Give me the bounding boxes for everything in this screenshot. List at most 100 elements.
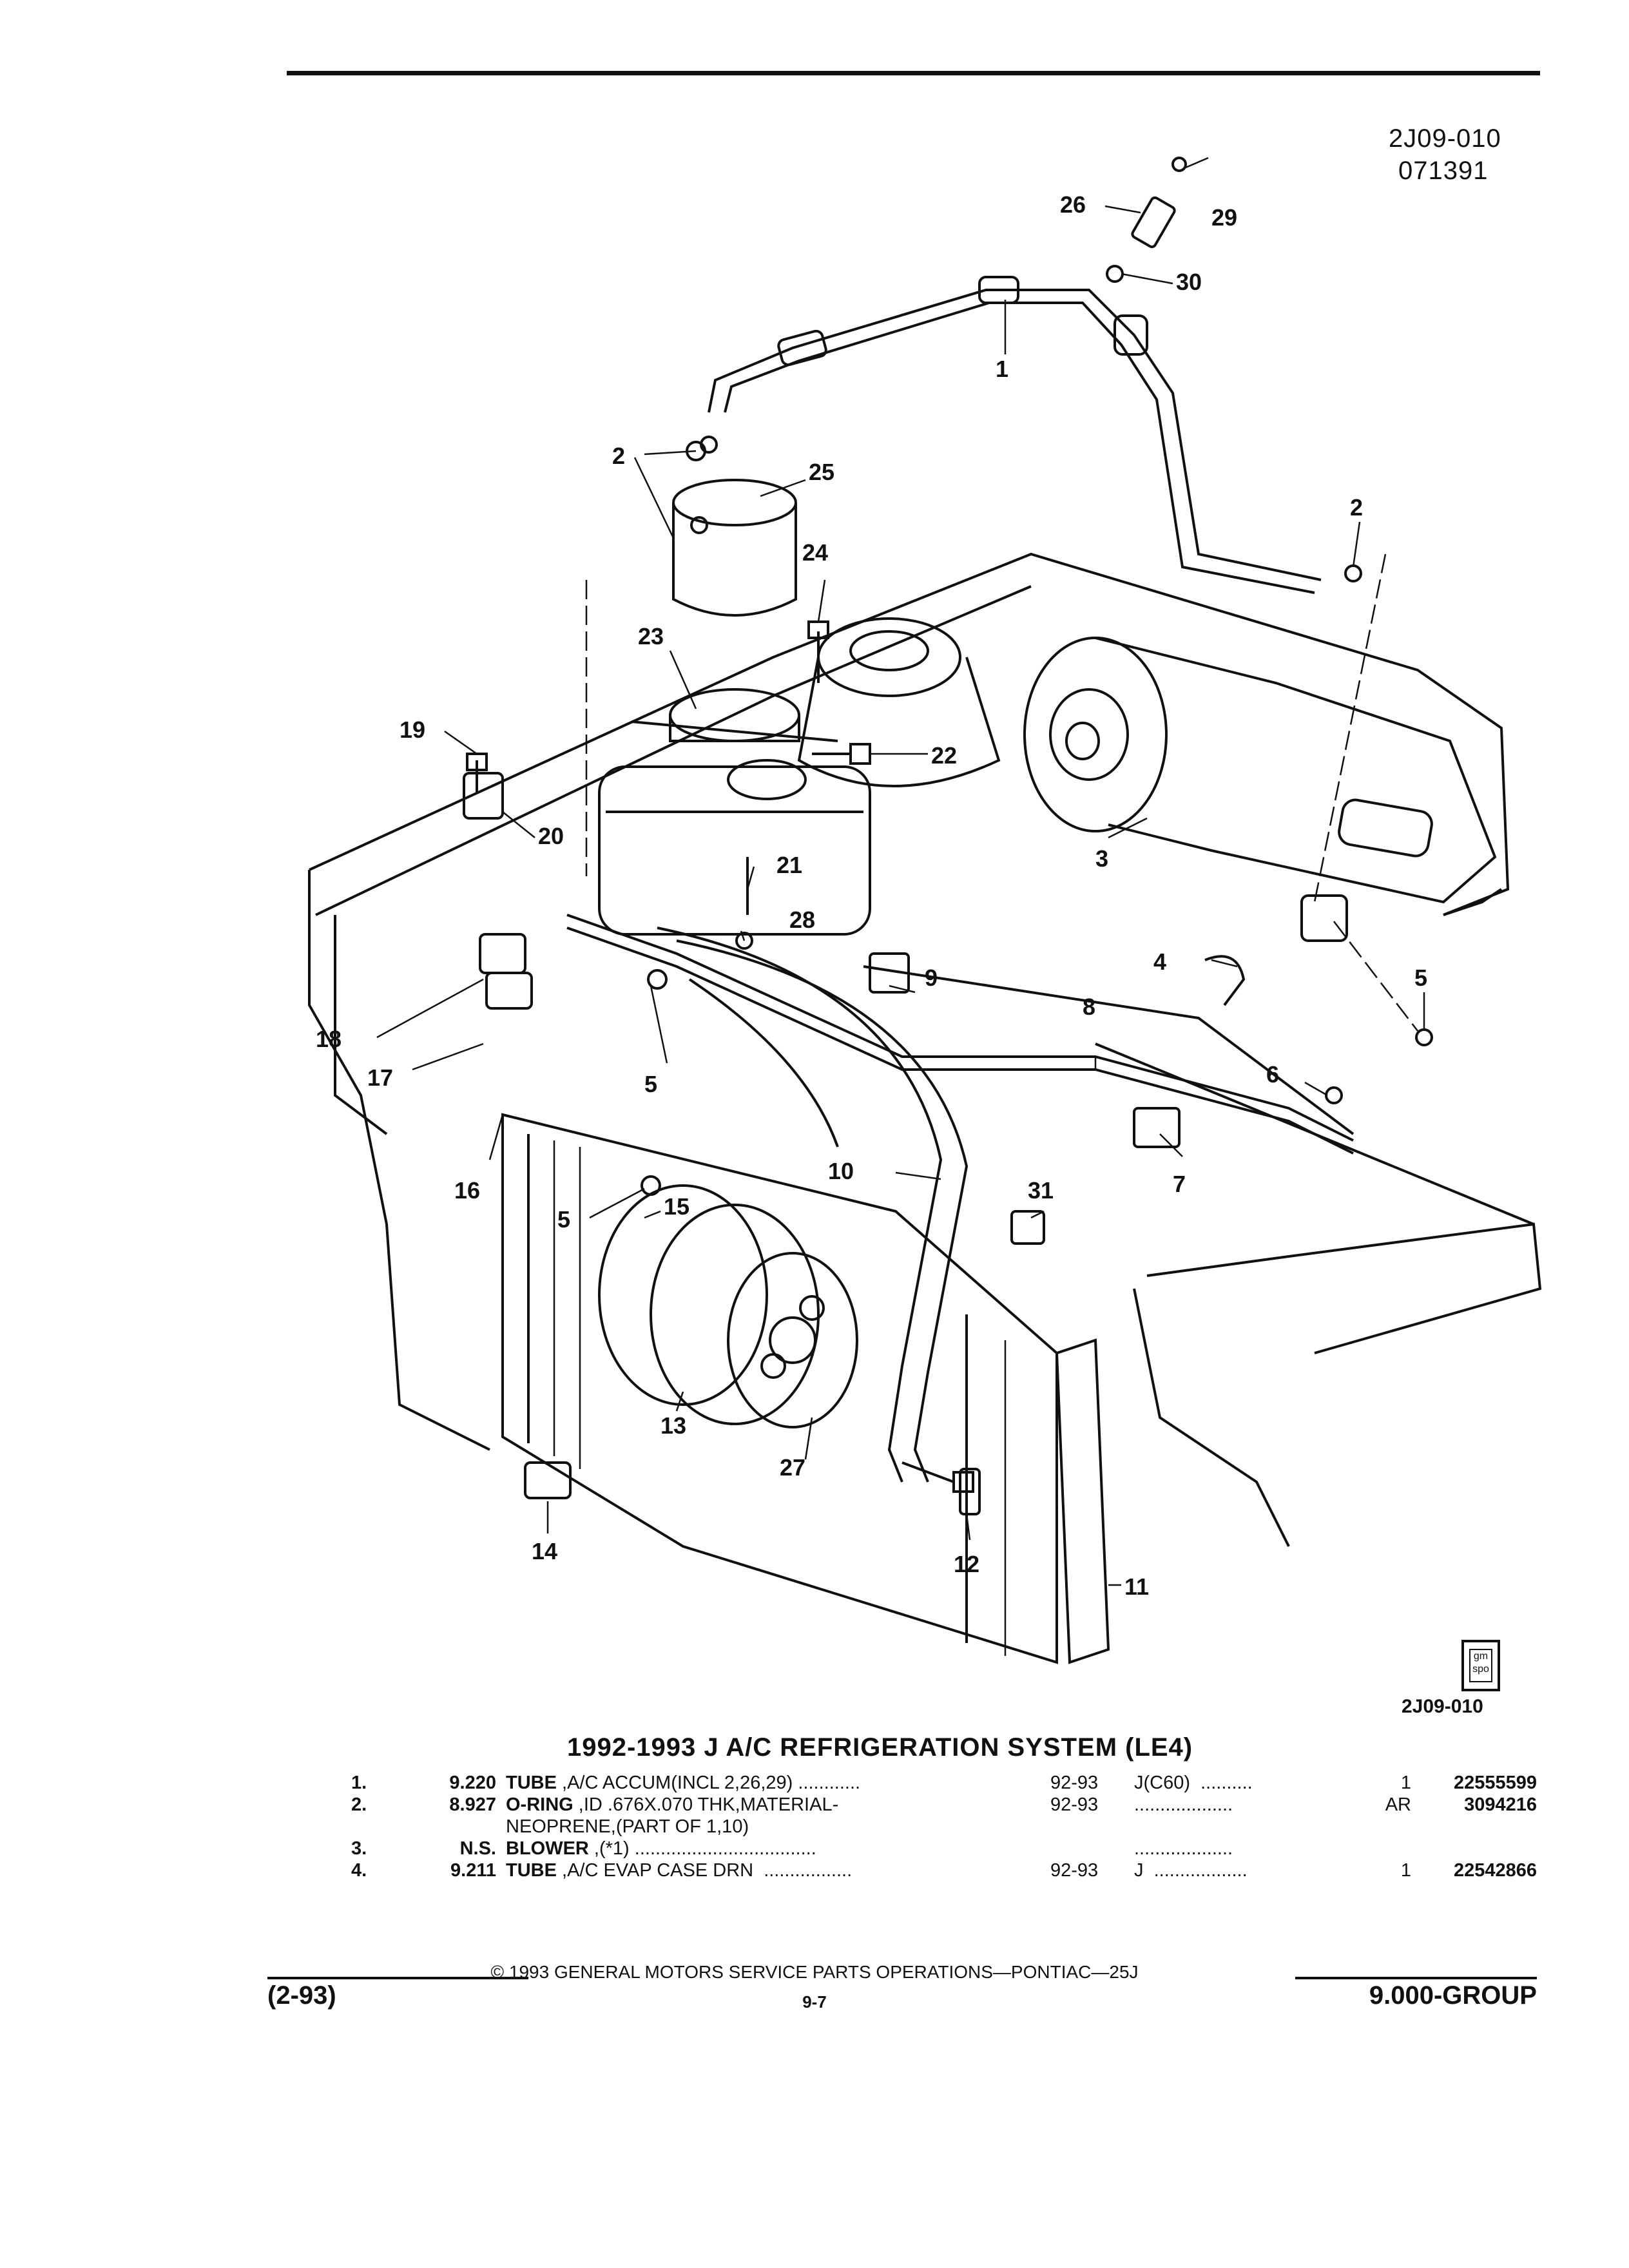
copyright-notice: © 1993 GENERAL MOTORS SERVICE PARTS OPER… xyxy=(490,1962,1139,1982)
coolant-reservoir xyxy=(598,759,871,936)
callout-31: 31 xyxy=(1028,1177,1054,1204)
part-group: N.S. xyxy=(459,1838,496,1859)
small-parts xyxy=(463,436,1433,1515)
callout-7: 7 xyxy=(1173,1171,1186,1197)
compressor xyxy=(598,1184,858,1428)
liquid-line xyxy=(566,914,1354,1155)
part-pn: 22555599 xyxy=(1453,1773,1537,1793)
callout-26: 26 xyxy=(1060,191,1086,218)
callout-9: 9 xyxy=(925,965,938,991)
part-name: BLOWER xyxy=(506,1838,589,1859)
callout-5: 5 xyxy=(1414,965,1427,991)
part-name: TUBE xyxy=(506,1860,557,1881)
callout-19: 19 xyxy=(400,716,425,743)
issue-date: (2-93) xyxy=(267,1981,336,2010)
part-quantity: AR xyxy=(1385,1794,1411,1815)
leader-lines xyxy=(376,157,1425,1586)
callout-2: 2 xyxy=(612,443,625,469)
callout-2: 2 xyxy=(1350,494,1363,521)
blower-housing xyxy=(1023,637,1497,904)
callout-12: 12 xyxy=(954,1551,979,1577)
part-description: TUBE ,A/C EVAP CASE DRN ................… xyxy=(506,1860,852,1881)
compressor-hose xyxy=(657,927,969,1483)
part-name: TUBE xyxy=(506,1773,557,1793)
figure-code-bottom: 2J09-010 xyxy=(1402,1696,1483,1717)
parts-row: 3. N.S. BLOWER ,(*1) ...................… xyxy=(0,1838,1629,1860)
part-quantity: 1 xyxy=(1400,1773,1411,1793)
seal-strip xyxy=(1055,1338,1110,1664)
callout-13: 13 xyxy=(660,1412,686,1439)
parts-row: 1. 9.220 TUBE ,A/C ACCUM(INCL 2,26,29) .… xyxy=(0,1772,1629,1794)
top-rule xyxy=(287,71,1540,75)
date-code: 071391 xyxy=(1398,157,1489,185)
callout-14: 14 xyxy=(532,1538,557,1564)
part-pn: 22542866 xyxy=(1453,1860,1537,1881)
part-quantity: 1 xyxy=(1400,1860,1411,1881)
accumulator-bracket xyxy=(631,688,838,742)
part-number: 2. xyxy=(351,1794,367,1815)
part-number: 1. xyxy=(351,1773,367,1793)
part-number: 3. xyxy=(351,1838,367,1859)
part-name: O-RING xyxy=(506,1794,574,1815)
vehicle-body-outline xyxy=(308,552,1542,1547)
gm-spo-logo-text: gm spo xyxy=(1469,1649,1492,1682)
callout-29: 29 xyxy=(1211,204,1237,231)
callout-numbers: 1 2 2 3 4 5 5 5 6 7 8 9 10 11 12 13 14 1… xyxy=(316,191,1427,1600)
part-description: O-RING ,ID .676X.070 THK,MATERIAL- xyxy=(506,1794,838,1816)
part-years: 92-93 xyxy=(1050,1860,1099,1881)
callout-6: 6 xyxy=(1266,1061,1279,1088)
group-label: 9.000-GROUP xyxy=(1369,1981,1537,2010)
callout-25: 25 xyxy=(809,459,834,485)
part-application: ................... xyxy=(1134,1794,1233,1815)
part-detail: ,(*1) ..................................… xyxy=(588,1838,816,1859)
part-detail: ,A/C ACCUM(INCL 2,26,29) ............ xyxy=(556,1773,861,1793)
parts-row: 4. 9.211 TUBE ,A/C EVAP CASE DRN .......… xyxy=(0,1860,1629,1881)
page-number: 9-7 xyxy=(802,1992,827,2012)
gm-spo-logo: gm spo xyxy=(1461,1640,1500,1691)
fasteners xyxy=(466,620,974,1493)
callout-3: 3 xyxy=(1095,845,1108,872)
part-years: 92-93 xyxy=(1050,1794,1099,1815)
pressure-switch xyxy=(1106,157,1187,283)
part-detail: ,A/C EVAP CASE DRN ................. xyxy=(556,1860,853,1881)
condenser xyxy=(501,1113,1058,1664)
part-group: 9.220 xyxy=(449,1773,496,1793)
part-description: NEOPRENE,(PART OF 1,10) xyxy=(506,1816,749,1838)
callout-1: 1 xyxy=(996,356,1008,382)
accumulator xyxy=(672,479,797,617)
part-description: TUBE ,A/C ACCUM(INCL 2,26,29) ..........… xyxy=(506,1772,860,1794)
figure-code: 2J09-010 xyxy=(1389,124,1501,153)
part-description: BLOWER ,(*1) ...........................… xyxy=(506,1838,816,1860)
part-application: J .................. xyxy=(1134,1860,1248,1881)
parts-list: 1. 9.220 TUBE ,A/C ACCUM(INCL 2,26,29) .… xyxy=(0,1772,1629,1881)
part-detail: NEOPRENE,(PART OF 1,10) xyxy=(506,1816,749,1837)
callout-27: 27 xyxy=(780,1454,805,1481)
callout-10: 10 xyxy=(828,1158,854,1184)
callout-17: 17 xyxy=(367,1064,393,1091)
callout-30: 30 xyxy=(1176,269,1202,295)
part-detail: ,ID .676X.070 THK,MATERIAL- xyxy=(573,1794,839,1815)
footer-rule-right xyxy=(1295,1977,1537,1979)
callout-28: 28 xyxy=(789,907,815,933)
part-pn: 3094216 xyxy=(1464,1794,1537,1815)
callout-21: 21 xyxy=(776,852,802,878)
part-application: ................... xyxy=(1134,1838,1233,1859)
callout-18: 18 xyxy=(316,1026,342,1052)
callout-22: 22 xyxy=(931,742,957,769)
callout-11: 11 xyxy=(1124,1573,1149,1600)
page-title: 1992-1993 J A/C REFRIGERATION SYSTEM (LE… xyxy=(567,1733,1193,1762)
part-number: 4. xyxy=(351,1860,367,1881)
part-years: 92-93 xyxy=(1050,1773,1099,1793)
ac-system-exploded-diagram: 1 2 2 3 4 5 5 5 6 7 8 9 10 11 12 13 14 1… xyxy=(308,157,1542,1664)
callout-8: 8 xyxy=(1083,994,1095,1020)
footer-rule-left xyxy=(267,1977,528,1979)
callout-5: 5 xyxy=(557,1206,570,1233)
part-group: 8.927 xyxy=(449,1794,496,1815)
callout-15: 15 xyxy=(664,1193,689,1220)
callout-23: 23 xyxy=(638,623,664,649)
callout-4: 4 xyxy=(1153,948,1166,975)
callout-5: 5 xyxy=(644,1071,657,1097)
callout-16: 16 xyxy=(454,1177,480,1204)
part-application: J(C60) .......... xyxy=(1134,1773,1253,1793)
accumulator-tube xyxy=(708,276,1322,594)
